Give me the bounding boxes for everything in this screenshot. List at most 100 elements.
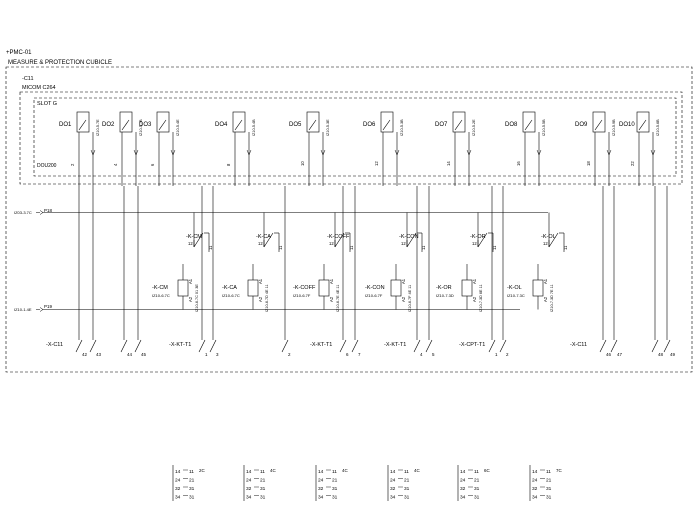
contact-blade [477,232,488,248]
terminal-slash [610,339,618,353]
terminal-number: 42 [82,352,88,357]
contact-bottom-terminal: 11 [492,245,497,250]
contact-blade [548,232,559,248]
contact-ref-right: 11 [260,469,265,475]
positive-arrow [36,210,44,215]
contact-bottom-terminal: 11 [208,245,213,250]
contact-ref-left: 34 [390,495,396,501]
contact-ref-left: 14 [318,469,324,475]
contact-ref-left: 32 [246,486,252,492]
terminal-number: 44 [127,352,133,357]
coil-box [461,279,473,297]
output-contact-blade [594,119,603,131]
positive-source-label: IZ03-3.7C [14,210,32,215]
output-wire-ref: IZ10-5.5B [542,119,546,136]
contact-tag: -K-CON [399,234,419,240]
output-arrow [650,149,656,156]
negative-bus-label: P19 [44,304,53,309]
output-contact-blade [158,119,167,131]
output-relay-box [636,111,650,133]
contact-ref-right: 11 [404,469,409,475]
cubicle-label: MEASURE & PROTECTION CUBICLE [8,60,112,66]
output-label: DO8 [505,122,518,128]
output-relay-box [119,111,133,133]
contact-ref-mark: 4C [342,468,349,473]
terminal-number: 5 [432,352,435,357]
contact-ref-left: 32 [460,486,466,492]
terminal-number: 6 [346,352,349,357]
contact-ref-right: 31 [474,486,480,492]
output-wire-ref: IZ10-5.6B [656,119,660,136]
contact-tag: -K-CA [256,234,271,240]
output-arrow [246,149,252,156]
contact-ref-left: 24 [390,478,396,484]
output-terminal: 22 [630,161,635,166]
output-relay-box [156,111,170,133]
contact-ref-left: 14 [532,469,538,475]
coil-a2: A2 [401,296,406,302]
contact-bottom-terminal: 11 [563,245,568,250]
coil-tag: -K-CA [222,285,237,291]
contact-ref-right: 31 [189,486,195,492]
contact-top-terminal: 12 [472,241,477,246]
coil-tag: -K-CM [152,285,168,291]
contact-top-terminal: 12 [258,241,263,246]
contact-ref-left: 34 [532,495,538,501]
coil-wire-ref: IZ10-7.3D 6E 11 [479,284,483,312]
terminal-number: 45 [141,352,147,357]
terminal-slash [599,339,607,353]
output-wire-ref: IZ10-5.3E [326,119,330,136]
coil-a2: A2 [188,296,193,302]
output-wire-ref: IZ10-5.4E [176,119,180,136]
output-relay-box [76,111,90,133]
contact-ref-right: 21 [546,478,552,484]
coil-ref: IZ10-7.3D [436,293,454,298]
contact-bottom-terminal: 11 [349,245,354,250]
terminal-slash [413,339,421,353]
contact-tag: -K-OL [541,234,556,240]
output-contact-blade [234,119,243,131]
contact-ref-right: 21 [474,478,480,484]
contact-ref-left: 32 [532,486,538,492]
output-arrow [394,149,400,156]
coil-tag: -K-COFF [293,285,316,291]
output-label: DO4 [215,122,228,128]
contact-ref-left: 32 [318,486,324,492]
relay-frame [19,91,683,185]
contact-ref-left: 32 [175,486,181,492]
output-arrow [320,149,326,156]
contact-top-terminal: 12 [329,241,334,246]
contact-5: -K-OR1211 [470,212,497,252]
output-wire-ref: IZ10-5.4B [252,119,256,136]
contact-ref-right: 21 [332,478,338,484]
coil-box [318,279,330,297]
coil-tag: -K-CON [365,285,385,291]
coil-box [532,279,544,297]
relay-model: MICOM C264 [22,85,56,91]
coil-a1: A1 [543,278,548,284]
terminal-group-4: 2 [281,186,291,357]
contact-ref-left: 34 [318,495,324,501]
coil-ref: IZ10-6.7C [222,293,240,298]
location-label: +PMC-01 [6,50,32,56]
contact-ref-right: 11 [474,469,479,475]
contact-ref-right: 31 [546,486,552,492]
contact-blade [193,232,204,248]
coil-wire-ref: IZ10-6.7E 4E 11 [336,285,340,312]
terminal-number: 7 [358,352,361,357]
output-label: DO5 [289,122,302,128]
contact-ref-left: 14 [390,469,396,475]
